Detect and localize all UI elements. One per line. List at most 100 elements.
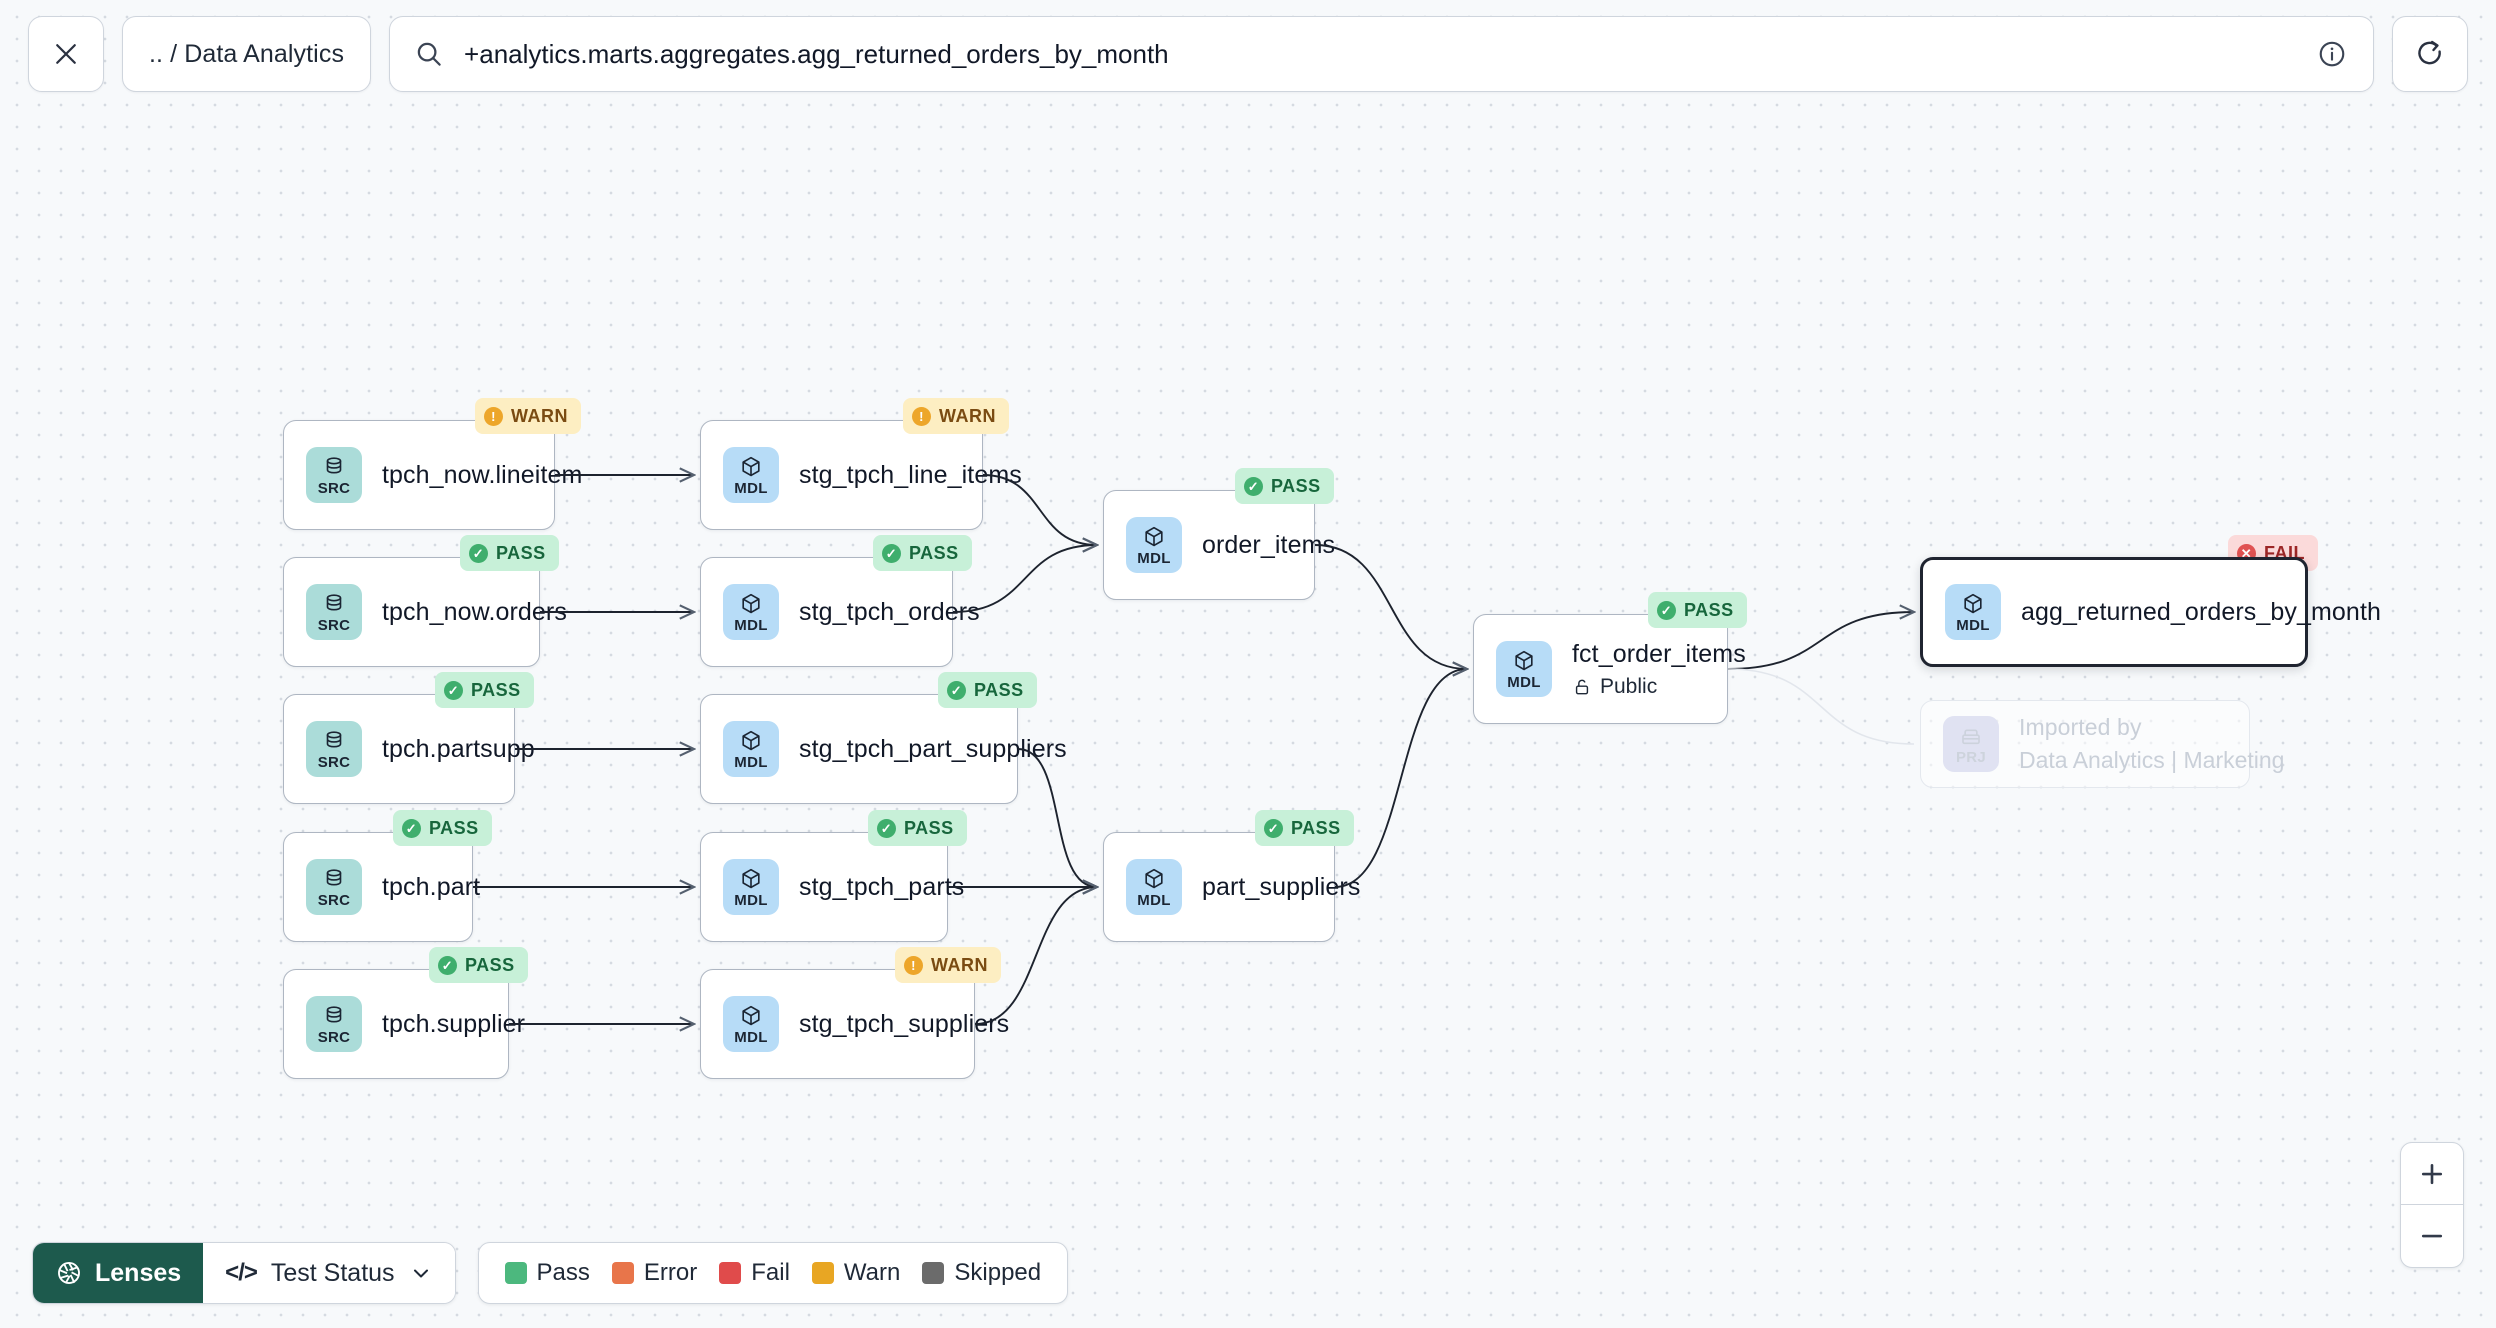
- plus-icon: [2421, 1163, 2443, 1184]
- refresh-button[interactable]: [2392, 16, 2468, 92]
- status-label: WARN: [931, 954, 988, 975]
- mdl-kind-icon: MDL: [723, 721, 779, 777]
- legend-label: Skipped: [954, 1259, 1042, 1286]
- kind-label: MDL: [734, 480, 768, 497]
- search-input[interactable]: +analytics.marts.aggregates.agg_returned…: [464, 38, 1169, 69]
- graph-node-stg_tpch_suppliers[interactable]: MDL stg_tpch_suppliers: [700, 969, 1010, 1079]
- zoom-in-button[interactable]: [2401, 1143, 2463, 1205]
- node-text: tpch_now.orders: [382, 598, 567, 627]
- pass-status-icon: ✓: [402, 818, 421, 838]
- node-title: stg_tpch_line_items: [799, 460, 1022, 489]
- status-label: PASS: [974, 679, 1024, 700]
- graph-node-stg_tpch_line_items[interactable]: MDL stg_tpch_line_items: [700, 420, 1022, 530]
- kind-label: SRC: [317, 1029, 351, 1046]
- graph-node-tpch_supplier[interactable]: SRC tpch.supplier: [283, 969, 525, 1079]
- status-glyph: ✓: [880, 820, 893, 836]
- graph-node-stg_tpch_parts[interactable]: MDL stg_tpch_parts: [700, 832, 965, 942]
- breadcrumb[interactable]: .. / Data Analytics: [122, 16, 372, 92]
- legend-item-error[interactable]: Error: [611, 1259, 698, 1287]
- kind-label: PRJ: [1955, 749, 1987, 766]
- node-title: tpch.partsupp: [382, 734, 535, 763]
- status-badge-stg_tpch_suppliers: ! WARN: [895, 947, 1001, 983]
- close-icon: [56, 44, 76, 64]
- node-title: stg_tpch_parts: [799, 872, 965, 901]
- node-text: order_items: [1202, 530, 1336, 560]
- status-glyph: ✓: [950, 682, 963, 698]
- graph-node-stg_tpch_orders[interactable]: MDL stg_tpch_orders: [700, 557, 980, 667]
- node-title: stg_tpch_suppliers: [799, 1009, 1010, 1038]
- test-status-dropdown[interactable]: </> Test Status: [203, 1243, 455, 1303]
- close-button[interactable]: [28, 16, 104, 92]
- status-glyph: ✕: [2240, 545, 2253, 561]
- legend-item-pass[interactable]: Pass: [504, 1259, 590, 1287]
- legend-swatch: [811, 1262, 834, 1284]
- graph-node-tpch_partsupp[interactable]: SRC tpch.partsupp: [283, 694, 535, 804]
- pass-status-icon: ✓: [444, 680, 463, 700]
- lenses-label: Lenses: [95, 1258, 182, 1287]
- kind-label: MDL: [734, 892, 768, 909]
- legend-label: Error: [643, 1259, 698, 1286]
- kind-label: MDL: [734, 754, 768, 771]
- code-icon: </>: [225, 1259, 258, 1286]
- zoom-controls: [2400, 1142, 2464, 1268]
- node-text: agg_returned_orders_by_month: [2021, 598, 2381, 627]
- mdl-kind-icon: MDL: [723, 584, 779, 640]
- node-text: tpch.partsupp: [382, 734, 535, 764]
- status-label: PASS: [904, 817, 954, 838]
- test-status-label: Test Status: [270, 1258, 395, 1287]
- node-text: stg_tpch_suppliers: [799, 1009, 1010, 1039]
- node-title: Imported by: [2019, 714, 2142, 740]
- mdl-kind-icon: MDL: [723, 996, 779, 1052]
- pass-status-icon: ✓: [438, 955, 457, 975]
- status-label: PASS: [496, 542, 546, 563]
- prj-kind-icon: PRJ: [1943, 716, 1999, 772]
- node-title: order_items: [1202, 530, 1336, 559]
- chevron-down-icon: [413, 1269, 428, 1278]
- src-kind-icon: SRC: [306, 996, 362, 1052]
- status-glyph: ✓: [885, 545, 898, 561]
- graph-node-part_suppliers[interactable]: MDL part_suppliers: [1103, 832, 1361, 942]
- status-label: PASS: [465, 954, 515, 975]
- mdl-kind-icon: MDL: [1496, 641, 1552, 697]
- pass-status-icon: ✓: [882, 543, 901, 563]
- info-icon[interactable]: [2317, 39, 2347, 69]
- status-badge-order_items: ✓PASS: [1235, 468, 1334, 504]
- status-badge-tpch_now_lineitem: ! WARN: [475, 398, 581, 434]
- status-label: WARN: [511, 405, 568, 426]
- legend-item-warn[interactable]: Warn: [811, 1259, 900, 1287]
- node-text: tpch.supplier: [382, 1010, 525, 1039]
- node-title: part_suppliers: [1202, 872, 1361, 901]
- node-text: part_suppliers: [1202, 872, 1361, 902]
- breadcrumb-label: .. / Data Analytics: [149, 39, 345, 68]
- status-glyph: ✓: [447, 682, 460, 698]
- status-glyph: ✓: [472, 545, 485, 561]
- legend-item-skipped[interactable]: Skipped: [922, 1259, 1041, 1287]
- kind-label: MDL: [1137, 892, 1171, 909]
- kind-label: MDL: [1507, 674, 1541, 691]
- src-kind-icon: SRC: [306, 721, 362, 777]
- kind-label: MDL: [734, 617, 768, 634]
- status-label: WARN: [939, 405, 996, 426]
- lenses-button[interactable]: Lenses: [33, 1243, 204, 1303]
- node-title: fct_order_items: [1572, 639, 1746, 668]
- node-text: stg_tpch_orders: [799, 598, 980, 627]
- zoom-out-button[interactable]: [2401, 1205, 2463, 1267]
- legend-item-fail[interactable]: Fail: [719, 1259, 790, 1287]
- warn-status-icon: !: [904, 955, 923, 975]
- legend-label: Fail: [751, 1259, 790, 1286]
- refresh-icon: [2418, 40, 2441, 65]
- search-bar[interactable]: +analytics.marts.aggregates.agg_returned…: [389, 16, 2374, 92]
- warn-status-icon: !: [484, 406, 503, 426]
- status-badge-tpch_partsupp: ✓PASS: [435, 672, 534, 708]
